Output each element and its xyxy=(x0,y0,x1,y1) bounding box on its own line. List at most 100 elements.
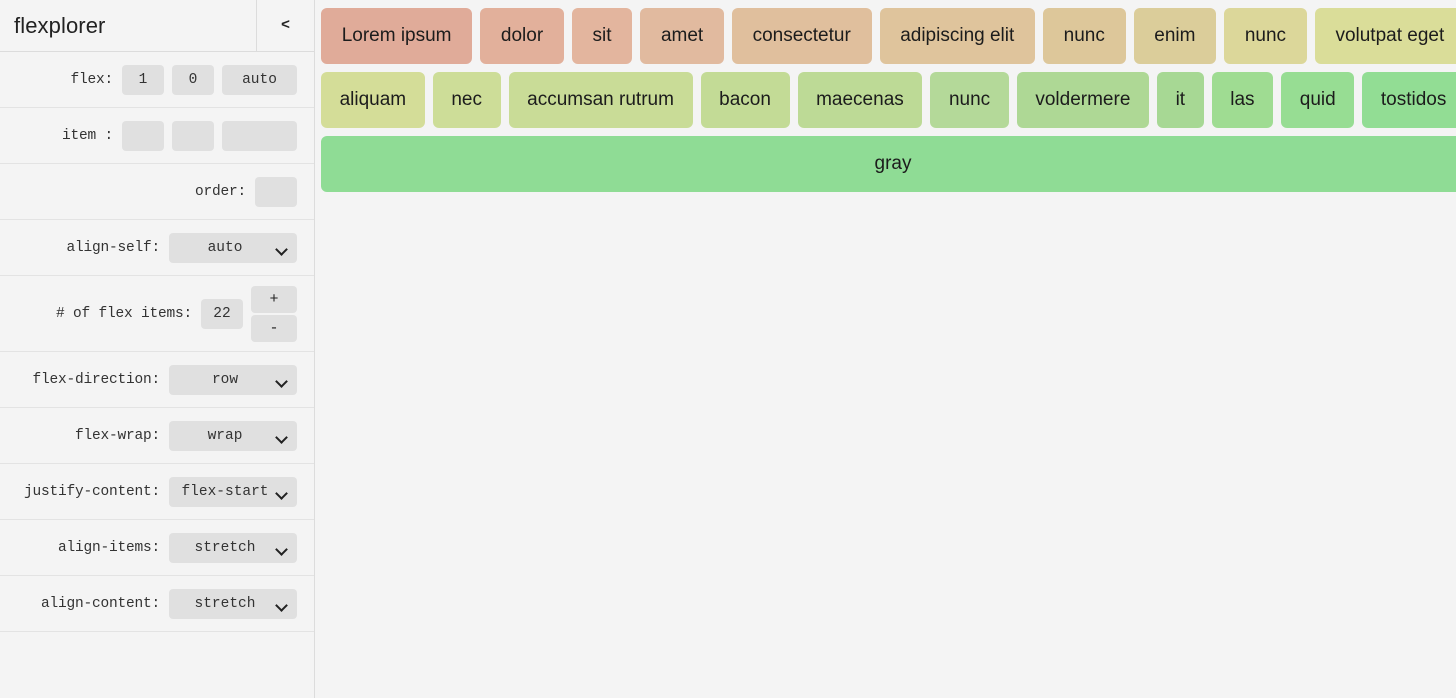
sidebar-row-order: order: xyxy=(0,164,314,220)
label-align-items: align-items: xyxy=(57,539,160,556)
flex-item-label: accumsan rutrum xyxy=(527,89,674,110)
flex-item-label: maecenas xyxy=(816,89,904,110)
flex-item[interactable]: accumsan rutrum xyxy=(508,72,693,128)
controls-flex-shorthand xyxy=(122,64,297,95)
flex-item[interactable]: enim xyxy=(1133,8,1217,64)
label-justify-content: justify-content: xyxy=(23,483,160,500)
justify-content-select-wrapper: flex-startflex-endcenterspace-betweenspa… xyxy=(169,476,297,507)
flex-item-label: adipiscing elit xyxy=(900,25,1015,46)
label-order: order: xyxy=(194,183,246,200)
flex-item-label: nec xyxy=(451,89,482,110)
flex-item[interactable]: nunc xyxy=(1042,8,1126,64)
flex-item-label: sit xyxy=(592,25,612,46)
flex-item[interactable]: consectetur xyxy=(731,8,872,64)
order-input[interactable] xyxy=(255,176,297,207)
flex-item[interactable]: quid xyxy=(1281,72,1355,128)
sidebar-row-justify-content: justify-content: flex-startflex-endcenter… xyxy=(0,464,314,520)
flex-item[interactable]: nunc xyxy=(930,72,1009,128)
flex-item[interactable]: Lorem ipsum xyxy=(321,8,473,64)
align-self-select-wrapper: autoflex-startflex-endcenterbaselinestre… xyxy=(169,232,297,263)
flex-item[interactable]: volutpat eget xyxy=(1314,8,1456,64)
label-item-count: # of flex items: xyxy=(55,305,192,322)
item-grow-input[interactable] xyxy=(122,120,164,151)
label-flex-shorthand: flex: xyxy=(70,71,113,88)
flex-basis-input[interactable] xyxy=(222,64,297,95)
label-align-self: align-self: xyxy=(66,239,160,256)
flex-wrap-select-wrapper: nowrapwrapwrap-reverse xyxy=(169,420,297,451)
flex-item[interactable]: sit xyxy=(571,8,633,64)
flex-item-label: nunc xyxy=(948,89,991,110)
item-shrink-input[interactable] xyxy=(172,120,214,151)
controls-align-items: stretchflex-startflex-endcenterbaseline xyxy=(169,532,297,563)
flex-item[interactable]: aliquam xyxy=(321,72,425,128)
sidebar-header: flexplorer < xyxy=(0,0,314,52)
controls-item-count: +- xyxy=(201,285,297,342)
flex-item-label: quid xyxy=(1299,89,1336,110)
flex-item-label: it xyxy=(1175,89,1186,110)
flex-item-label: voldermere xyxy=(1035,89,1131,110)
flex-item-label: dolor xyxy=(500,25,544,46)
align-content-select[interactable]: stretchflex-startflex-endcenterspace-bet… xyxy=(169,588,297,619)
flex-item-label: tostidos xyxy=(1380,89,1447,110)
flex-direction-select[interactable]: rowrow-reversecolumncolumn-reverse xyxy=(169,364,297,395)
flex-item-label: amet xyxy=(660,25,704,46)
flex-item-label: las xyxy=(1230,89,1255,110)
label-flex-direction: flex-direction: xyxy=(32,371,160,388)
chevron-left-icon: < xyxy=(280,17,290,34)
sidebar-row-flex-wrap: flex-wrap: nowrapwrapwrap-reverse xyxy=(0,408,314,464)
flex-item[interactable]: voldermere xyxy=(1016,72,1149,128)
controls-align-self: autoflex-startflex-endcenterbaselinestre… xyxy=(169,232,297,263)
flex-direction-select-wrapper: rowrow-reversecolumncolumn-reverse xyxy=(169,364,297,395)
item-basis-input[interactable] xyxy=(222,120,297,151)
flex-item-label: Lorem ipsum xyxy=(341,25,452,46)
sidebar-row-align-content: align-content: stretchflex-startflex-endc… xyxy=(0,576,314,632)
flex-grow-input[interactable] xyxy=(122,64,164,95)
flex-item[interactable]: tostidos xyxy=(1362,72,1456,128)
align-self-select[interactable]: autoflex-startflex-endcenterbaselinestre… xyxy=(169,232,297,263)
sidebar-row-flex-shorthand: flex: xyxy=(0,52,314,108)
justify-content-select[interactable]: flex-startflex-endcenterspace-betweenspa… xyxy=(169,476,297,507)
sidebar-row-item-index: item : xyxy=(0,108,314,164)
flex-item[interactable]: bacon xyxy=(700,72,790,128)
flex-item-label: volutpat eget xyxy=(1335,25,1445,46)
controls-justify-content: flex-startflex-endcenterspace-betweenspa… xyxy=(169,476,297,507)
sidebar-controls: flex: item : order: align-self: autoflex-sta… xyxy=(0,52,314,632)
flex-item[interactable]: adipiscing elit xyxy=(879,8,1035,64)
flex-item[interactable]: las xyxy=(1211,72,1274,128)
label-align-content: align-content: xyxy=(40,595,160,612)
controls-align-content: stretchflex-startflex-endcenterspace-bet… xyxy=(169,588,297,619)
flex-item[interactable]: gray xyxy=(321,136,1456,192)
label-item-index: item : xyxy=(61,127,113,144)
flex-item[interactable]: dolor xyxy=(480,8,564,64)
flex-item-label: aliquam xyxy=(339,89,407,110)
collapse-sidebar-button[interactable]: < xyxy=(256,0,314,52)
sidebar-row-flex-direction: flex-direction: rowrow-reversecolumncolum… xyxy=(0,352,314,408)
label-flex-wrap: flex-wrap: xyxy=(74,427,160,444)
flex-item[interactable]: it xyxy=(1156,72,1204,128)
flex-shrink-input[interactable] xyxy=(172,64,214,95)
item-count-input[interactable] xyxy=(201,298,243,329)
align-items-select-wrapper: stretchflex-startflex-endcenterbaseline xyxy=(169,532,297,563)
flex-item[interactable]: nunc xyxy=(1224,8,1307,64)
increment-items-button[interactable]: + xyxy=(251,285,297,313)
align-items-select[interactable]: stretchflex-startflex-endcenterbaseline xyxy=(169,532,297,563)
sidebar: flexplorer < flex: item : order: align-self… xyxy=(0,0,315,698)
flex-wrap-select[interactable]: nowrapwrapwrap-reverse xyxy=(169,420,297,451)
flex-item[interactable]: nec xyxy=(432,72,501,128)
controls-flex-wrap: nowrapwrapwrap-reverse xyxy=(169,420,297,451)
item-count-stepper: +- xyxy=(251,285,297,342)
flex-item-label: gray xyxy=(874,153,912,174)
align-content-select-wrapper: stretchflex-startflex-endcenterspace-bet… xyxy=(169,588,297,619)
decrement-items-button[interactable]: - xyxy=(251,314,297,342)
controls-order xyxy=(255,176,297,207)
sidebar-row-align-self: align-self: autoflex-startflex-endcenterb… xyxy=(0,220,314,276)
flex-item-label: nunc xyxy=(1063,25,1105,46)
flex-container: Lorem ipsum dolor sit amet consectetur adipis… xyxy=(321,8,1456,192)
flex-item[interactable]: maecenas xyxy=(797,72,923,128)
flex-item[interactable]: amet xyxy=(640,8,724,64)
flex-item-label: bacon xyxy=(719,89,771,110)
app-title: flexplorer xyxy=(14,12,106,38)
flex-item-label: consectetur xyxy=(752,25,851,46)
controls-item-index xyxy=(122,120,297,151)
